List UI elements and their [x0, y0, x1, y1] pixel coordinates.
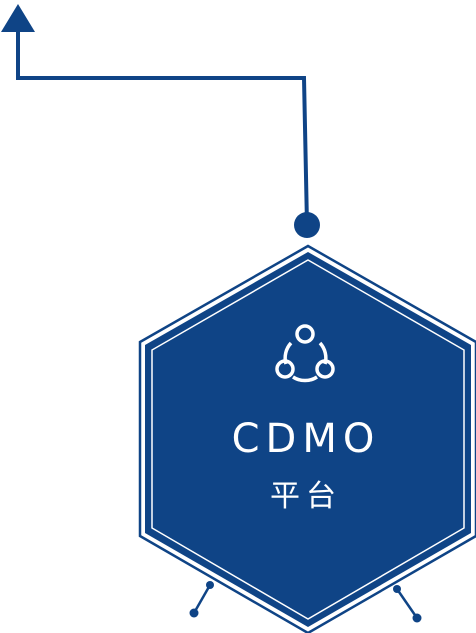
platform-subtitle: 平台 — [270, 479, 342, 514]
connector-arrow — [1, 4, 320, 238]
connector-pin-left — [189, 581, 214, 618]
connector-dot — [294, 212, 320, 238]
network-nodes-icon — [275, 324, 335, 383]
hexagon-fill — [145, 252, 471, 627]
arrowhead-up-icon — [1, 4, 35, 32]
connector-line — [16, 30, 309, 226]
platform-title: CDMO — [232, 416, 381, 462]
connector-pin-right — [393, 585, 422, 623]
hexagon-inner-outline — [151, 259, 465, 620]
hexagon-node[interactable] — [138, 244, 476, 633]
hexagon-outer-outline — [138, 244, 476, 633]
